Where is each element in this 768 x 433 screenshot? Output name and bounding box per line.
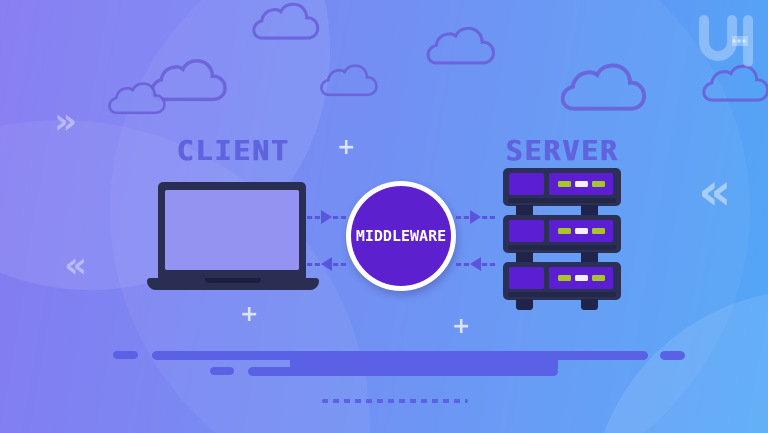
server-label: SERVER	[505, 134, 619, 167]
server-feet	[503, 299, 621, 310]
chevron-left-icon: «	[64, 245, 88, 286]
server-leg	[581, 252, 598, 262]
status-light	[557, 275, 571, 281]
cloud-icon	[560, 63, 647, 111]
server-rack-icon	[503, 168, 621, 310]
status-light	[574, 275, 588, 281]
server-unit	[503, 215, 621, 253]
server-legs	[503, 205, 621, 215]
arrow-dash	[333, 262, 346, 266]
brand-logo-icon	[699, 15, 753, 67]
chevron-right-icon: »	[54, 101, 78, 142]
cloud-icon	[108, 82, 166, 115]
server-panel	[509, 267, 544, 289]
server-leg	[581, 205, 598, 215]
status-light	[591, 181, 605, 187]
server-panel	[549, 173, 613, 195]
arrow-middleware-to-server	[456, 210, 495, 224]
status-light	[557, 228, 571, 234]
server-leg	[516, 205, 533, 215]
cloud-icon	[320, 64, 378, 97]
laptop-icon	[158, 182, 306, 279]
ground-line	[660, 351, 685, 360]
ground-line	[210, 367, 234, 375]
arrow-head-right-icon	[470, 210, 481, 224]
status-light	[557, 181, 571, 187]
server-panel	[509, 173, 544, 195]
plus-decoration: +	[240, 302, 259, 327]
status-light	[574, 228, 588, 234]
arrow-dash	[307, 215, 320, 219]
server-unit-vent	[508, 198, 616, 203]
server-unit-vent	[508, 292, 616, 297]
arrow-middleware-to-client	[307, 257, 346, 271]
server-leg	[516, 299, 533, 310]
arrow-head-left-icon	[321, 257, 332, 271]
server-leg	[581, 299, 598, 310]
plus-decoration: +	[337, 135, 356, 160]
cloud-icon	[426, 26, 496, 65]
arrow-dash	[456, 215, 469, 219]
laptop-notch	[205, 278, 261, 283]
dotted-ground-line	[322, 399, 468, 403]
ground-line	[113, 351, 138, 359]
middleware-node: MIDDLEWARE	[346, 181, 456, 291]
ground-line	[290, 351, 558, 376]
arrow-dash	[456, 262, 469, 266]
status-light	[591, 275, 605, 281]
server-panel	[509, 220, 544, 242]
arrow-head-left-icon	[470, 257, 481, 271]
arrow-dash	[333, 215, 346, 219]
arrow-client-to-middleware	[307, 210, 346, 224]
arrow-dash	[482, 215, 495, 219]
arrow-head-right-icon	[321, 210, 332, 224]
server-unit-vent	[508, 245, 616, 250]
arrow-dash	[307, 262, 320, 266]
background-circle	[590, 290, 768, 433]
client-label: CLIENT	[176, 134, 290, 167]
laptop-base	[147, 278, 319, 290]
status-light	[574, 181, 588, 187]
server-unit	[503, 262, 621, 300]
server-unit	[503, 168, 621, 206]
arrow-server-to-middleware	[456, 257, 495, 271]
server-leg	[516, 252, 533, 262]
plus-decoration: +	[452, 314, 471, 339]
server-panel	[549, 220, 613, 242]
laptop-screen	[165, 190, 299, 270]
server-panel	[549, 267, 613, 289]
arrow-dash	[482, 262, 495, 266]
server-legs	[503, 252, 621, 262]
status-light	[591, 228, 605, 234]
middleware-label: MIDDLEWARE	[355, 227, 447, 245]
cloud-icon	[252, 2, 320, 40]
chevron-left-icon: «	[698, 162, 732, 222]
